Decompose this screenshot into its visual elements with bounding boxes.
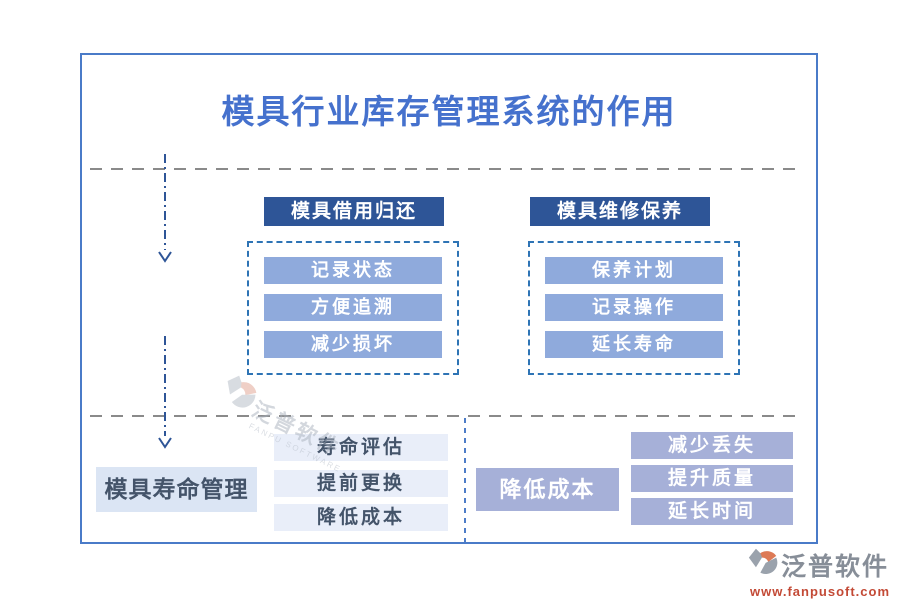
cost-reduction-box: 降低成本 [476, 468, 619, 511]
life-management-box: 模具寿命管理 [96, 467, 257, 512]
divider-vertical [464, 418, 466, 542]
list-item-record-operation: 记录操作 [545, 294, 723, 321]
group-box-borrow: 记录状态 方便追溯 减少损坏 [247, 241, 459, 375]
list-item-lower-cost: 降低成本 [274, 504, 448, 531]
list-item-extend-time: 延长时间 [631, 498, 793, 525]
list-item-early-replace: 提前更换 [274, 470, 448, 497]
list-item-life-evaluate: 寿命评估 [274, 434, 448, 461]
fanpu-watermark-logo-icon [214, 369, 263, 421]
list-item-easy-trace: 方便追溯 [264, 294, 442, 321]
brand-url: www.fanpusoft.com [750, 584, 891, 599]
divider-top [90, 168, 802, 170]
flow-arrow-down-1 [158, 154, 172, 263]
group-header-borrow: 模具借用归还 [264, 197, 444, 226]
group-header-maintain: 模具维修保养 [530, 197, 710, 226]
list-item-extend-life: 延长寿命 [545, 331, 723, 358]
list-item-maintenance-plan: 保养计划 [545, 257, 723, 284]
brand-name: 泛普软件 [781, 552, 890, 581]
diagram-frame: 模具行业库存管理系统的作用 模具借用归还 记录状态 方便追溯 减少损坏 模具维修… [80, 53, 818, 544]
list-item-reduce-damage: 减少损坏 [264, 331, 442, 358]
fanpu-logo-icon [748, 546, 778, 583]
page-title: 模具行业库存管理系统的作用 [221, 93, 677, 130]
list-item-reduce-loss: 减少丢失 [631, 432, 793, 459]
flow-arrow-down-2 [158, 336, 172, 449]
group-box-maintain: 保养计划 记录操作 延长寿命 [528, 241, 740, 375]
list-item-record-status: 记录状态 [264, 257, 442, 284]
brand-logo: 泛普软件 www.fanpusoft.com [748, 546, 898, 599]
divider-bottom [90, 415, 802, 417]
list-item-improve-quality: 提升质量 [631, 465, 793, 492]
